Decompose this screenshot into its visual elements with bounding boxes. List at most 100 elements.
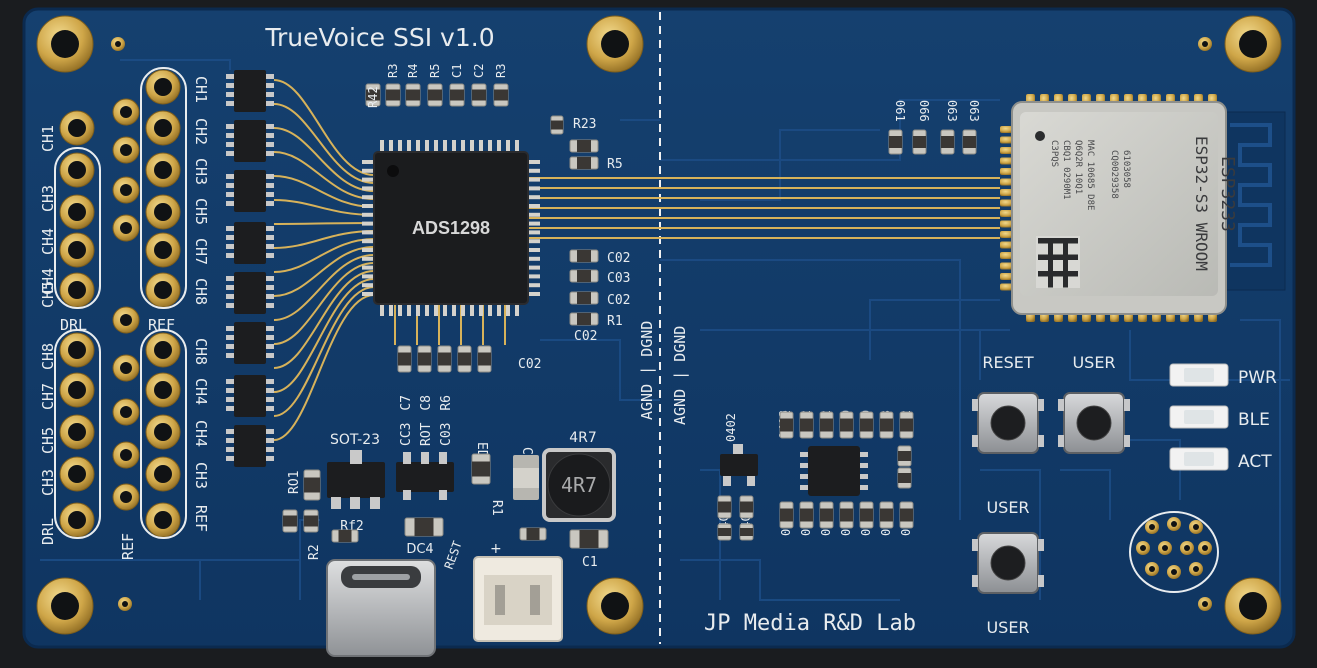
module-passive [962, 129, 977, 155]
module-small-2: CBQ1 0290M1 [1061, 140, 1071, 200]
signal-trace [273, 175, 375, 208]
power-label: RO1 [287, 471, 302, 494]
passive-part [839, 501, 854, 529]
label-col2-ch1: CH1 [192, 76, 210, 103]
power-passive [519, 527, 547, 541]
module-small-4: MAC 10685 D8E [1085, 140, 1095, 210]
led-pwr [1169, 363, 1229, 387]
passive-label: 0402 [724, 413, 738, 442]
top-passive-label: C1 [450, 64, 464, 78]
module-code-1: 6103058 [1121, 150, 1131, 188]
adc-passive-label: R23 [573, 117, 596, 132]
pcb-trace [1060, 469, 1111, 520]
signal-trace [273, 254, 375, 321]
pcb-trace [1130, 439, 1181, 500]
passive-part [779, 501, 794, 529]
pcb-trace [540, 339, 660, 401]
passive-part [739, 495, 754, 519]
user-button-1[interactable] [1058, 392, 1130, 454]
adc-passive-label: C03 [607, 271, 630, 286]
inductor-value: 4R7 [561, 473, 597, 497]
label-drl-bottom: DRL [39, 518, 57, 545]
module-passive [912, 129, 927, 155]
power-label: R1 [489, 500, 504, 516]
user1-label: USER [1072, 353, 1115, 372]
reset-button[interactable] [972, 392, 1044, 454]
inductor-silk: 4R7 [569, 430, 597, 446]
small-transistor [720, 454, 758, 476]
label-ch7: CH7 [39, 383, 57, 410]
passive-part [897, 445, 912, 467]
label-col2-ch2: CH2 [192, 118, 210, 145]
user-button-2[interactable] [972, 532, 1044, 594]
adc-bottom-passive [477, 345, 492, 373]
buffer-chip [226, 322, 274, 364]
top-passive-label: R3 [386, 64, 400, 78]
adc-passive-label: R5 [607, 157, 623, 172]
header-outline [54, 329, 101, 539]
label-ch4b: CH4 [39, 268, 57, 295]
label-ch3b: CH3 [39, 469, 57, 496]
label-col2-ref: REF [192, 505, 210, 532]
board-title: TrueVoice SSI v1.0 [264, 23, 494, 52]
label-col2-ch8b: CH8 [192, 338, 210, 365]
top-passive [427, 83, 443, 107]
pcb-trace [869, 299, 1000, 360]
user2-label: USER [986, 498, 1029, 517]
signal-trace [273, 246, 375, 297]
adc-bottom-passive [437, 345, 452, 373]
power-passive [569, 529, 609, 549]
passive-part [879, 501, 894, 529]
module-name: ESP32-S3 WROOM [1192, 136, 1211, 271]
top-passive [449, 83, 465, 107]
buffer-chip [226, 170, 274, 212]
label-col2-ch5: CH5 [192, 198, 210, 225]
power-passive [303, 469, 321, 501]
passive-part [899, 411, 914, 439]
signal-trace [273, 230, 375, 249]
pcb-trace [1240, 319, 1281, 600]
top-passive [493, 83, 509, 107]
power-label: C1 [582, 555, 598, 570]
power-passive [471, 453, 491, 485]
adc-passive [569, 249, 599, 263]
top-passive [471, 83, 487, 107]
pcb-trace [980, 469, 1041, 600]
power-passive [404, 517, 444, 537]
battery-plus: + [490, 541, 502, 557]
signal-trace [273, 278, 375, 393]
passive-part [717, 495, 732, 519]
adc-chip-label: ADS1298 [412, 218, 490, 238]
adc-passive-label: C02 [607, 251, 630, 266]
buffer-chip [226, 425, 274, 467]
signal-trace [273, 79, 375, 176]
power-passive [331, 529, 359, 543]
label-ch1: CH1 [39, 125, 57, 152]
header-outline [140, 329, 187, 539]
power-section: SOT-23 4R7 4R7 C2 DC4 + [326, 430, 616, 657]
signal-trace [273, 127, 375, 192]
module-passive [888, 129, 903, 155]
label-ref: REF [148, 316, 175, 334]
signal-trace [273, 286, 375, 417]
label-col2-ch3b: CH3 [192, 462, 210, 489]
top-passive-label: R3 [494, 64, 508, 78]
passive-part [859, 501, 874, 529]
buffer-chip [226, 120, 274, 162]
power-passive [282, 509, 298, 533]
passive-part [717, 523, 732, 541]
top-passive [550, 115, 564, 135]
signal-trace [273, 262, 375, 345]
pcb-trace [700, 129, 880, 201]
module-code-2: CQ0029358 [1109, 150, 1119, 199]
ground-split-label-1: AGND | DGND [638, 321, 656, 420]
header-outline [140, 67, 187, 309]
top-passive-label: R5 [428, 64, 442, 78]
pcb-trace [120, 59, 231, 70]
led-label: PWR [1238, 368, 1277, 388]
adc-passive [569, 156, 599, 170]
adc-bottom-label: C8 [419, 395, 434, 411]
module-small-3: Q6Q2R 10Q1 [1073, 140, 1083, 194]
passive-part [799, 411, 814, 439]
